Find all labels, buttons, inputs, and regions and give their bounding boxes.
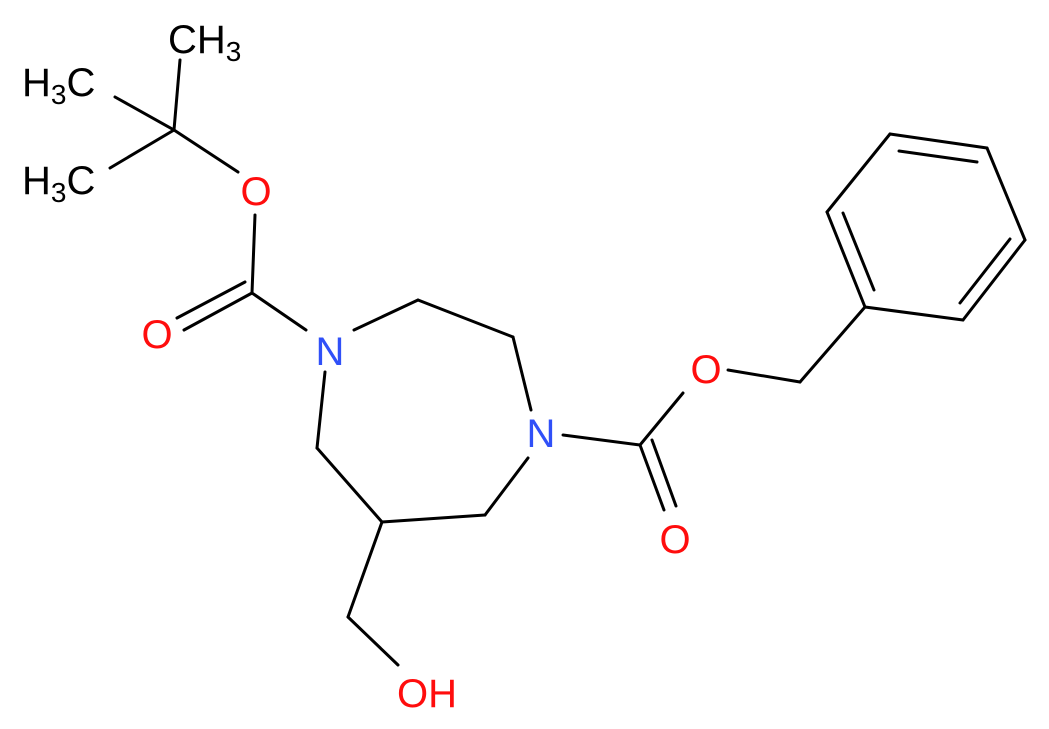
bond-c-boc-o-double-a [182, 291, 254, 332]
bond-c-boc-n1 [250, 291, 308, 332]
bond-o-ether-c-boc [250, 213, 257, 295]
bond-c-cbz-o-double-a [638, 443, 666, 512]
atom-labels: N N O O O O OH CH3 H3C H3C [22, 18, 722, 716]
bond-n2-c-cbz [561, 433, 642, 447]
methyl-mid-c: C [66, 61, 95, 105]
bond-ph-1-2 [863, 305, 965, 322]
bond-n1-c2 [352, 298, 420, 332]
bond-ph-6-1 [825, 210, 867, 309]
bond-c-cbz-o-ether [638, 391, 685, 447]
oxygen-cbz-carbonyl: O [659, 518, 690, 562]
bond-n2-c5 [483, 456, 530, 517]
bond-ph-4-5 [888, 132, 989, 150]
methyl-mid-subscript: 3 [51, 79, 67, 110]
methyl-group-low: H3C [22, 159, 95, 208]
nitrogen-atom-2: N [527, 412, 556, 456]
bond-c3-n2 [511, 335, 533, 412]
bond-ph-2-3 [961, 238, 1027, 322]
bond-cq-methyl-mid [113, 95, 176, 132]
bond-o-ether-ch2 [726, 368, 802, 384]
bond-ph-inner-2-3 [958, 237, 1012, 305]
bond-c6-ch2 [346, 520, 384, 619]
methyl-group-top: CH3 [168, 18, 241, 67]
bonds [108, 58, 1027, 667]
bond-ch2-oh [346, 615, 400, 667]
bond-cq-methyl-low [108, 128, 176, 170]
bond-c2-c3 [416, 298, 515, 339]
bond-c-boc-o-double-b [175, 280, 247, 320]
methyl-mid-h: H [22, 61, 51, 105]
bond-cq-methyl-top [172, 58, 182, 132]
oxygen-boc-ether: O [240, 170, 271, 214]
bond-ch2-phenyl [798, 305, 867, 384]
bond-cq-o-ether [172, 128, 240, 174]
bond-ph-inner-6-1 [841, 211, 876, 292]
bond-c6-c7 [315, 446, 384, 524]
bond-ph-5-6 [825, 132, 892, 214]
methyl-low-h: H [22, 159, 51, 203]
bond-c5-c6 [380, 513, 487, 524]
oxygen-boc-carbonyl: O [141, 313, 172, 357]
nitrogen-atom-1: N [316, 330, 345, 374]
hydroxyl-group: OH [397, 672, 457, 716]
oxygen-cbz-ether: O [690, 348, 721, 392]
bond-ph-3-4 [985, 146, 1027, 242]
bond-ph-inner-4-5 [897, 149, 979, 164]
bond-c-cbz-o-double-b [650, 438, 678, 508]
methyl-top-ch: CH [168, 18, 226, 62]
bond-c7-n1 [315, 370, 327, 450]
methyl-low-c: C [66, 159, 95, 203]
methyl-group-mid: H3C [22, 61, 95, 110]
methyl-low-subscript: 3 [51, 177, 67, 208]
methyl-top-subscript: 3 [226, 36, 242, 67]
